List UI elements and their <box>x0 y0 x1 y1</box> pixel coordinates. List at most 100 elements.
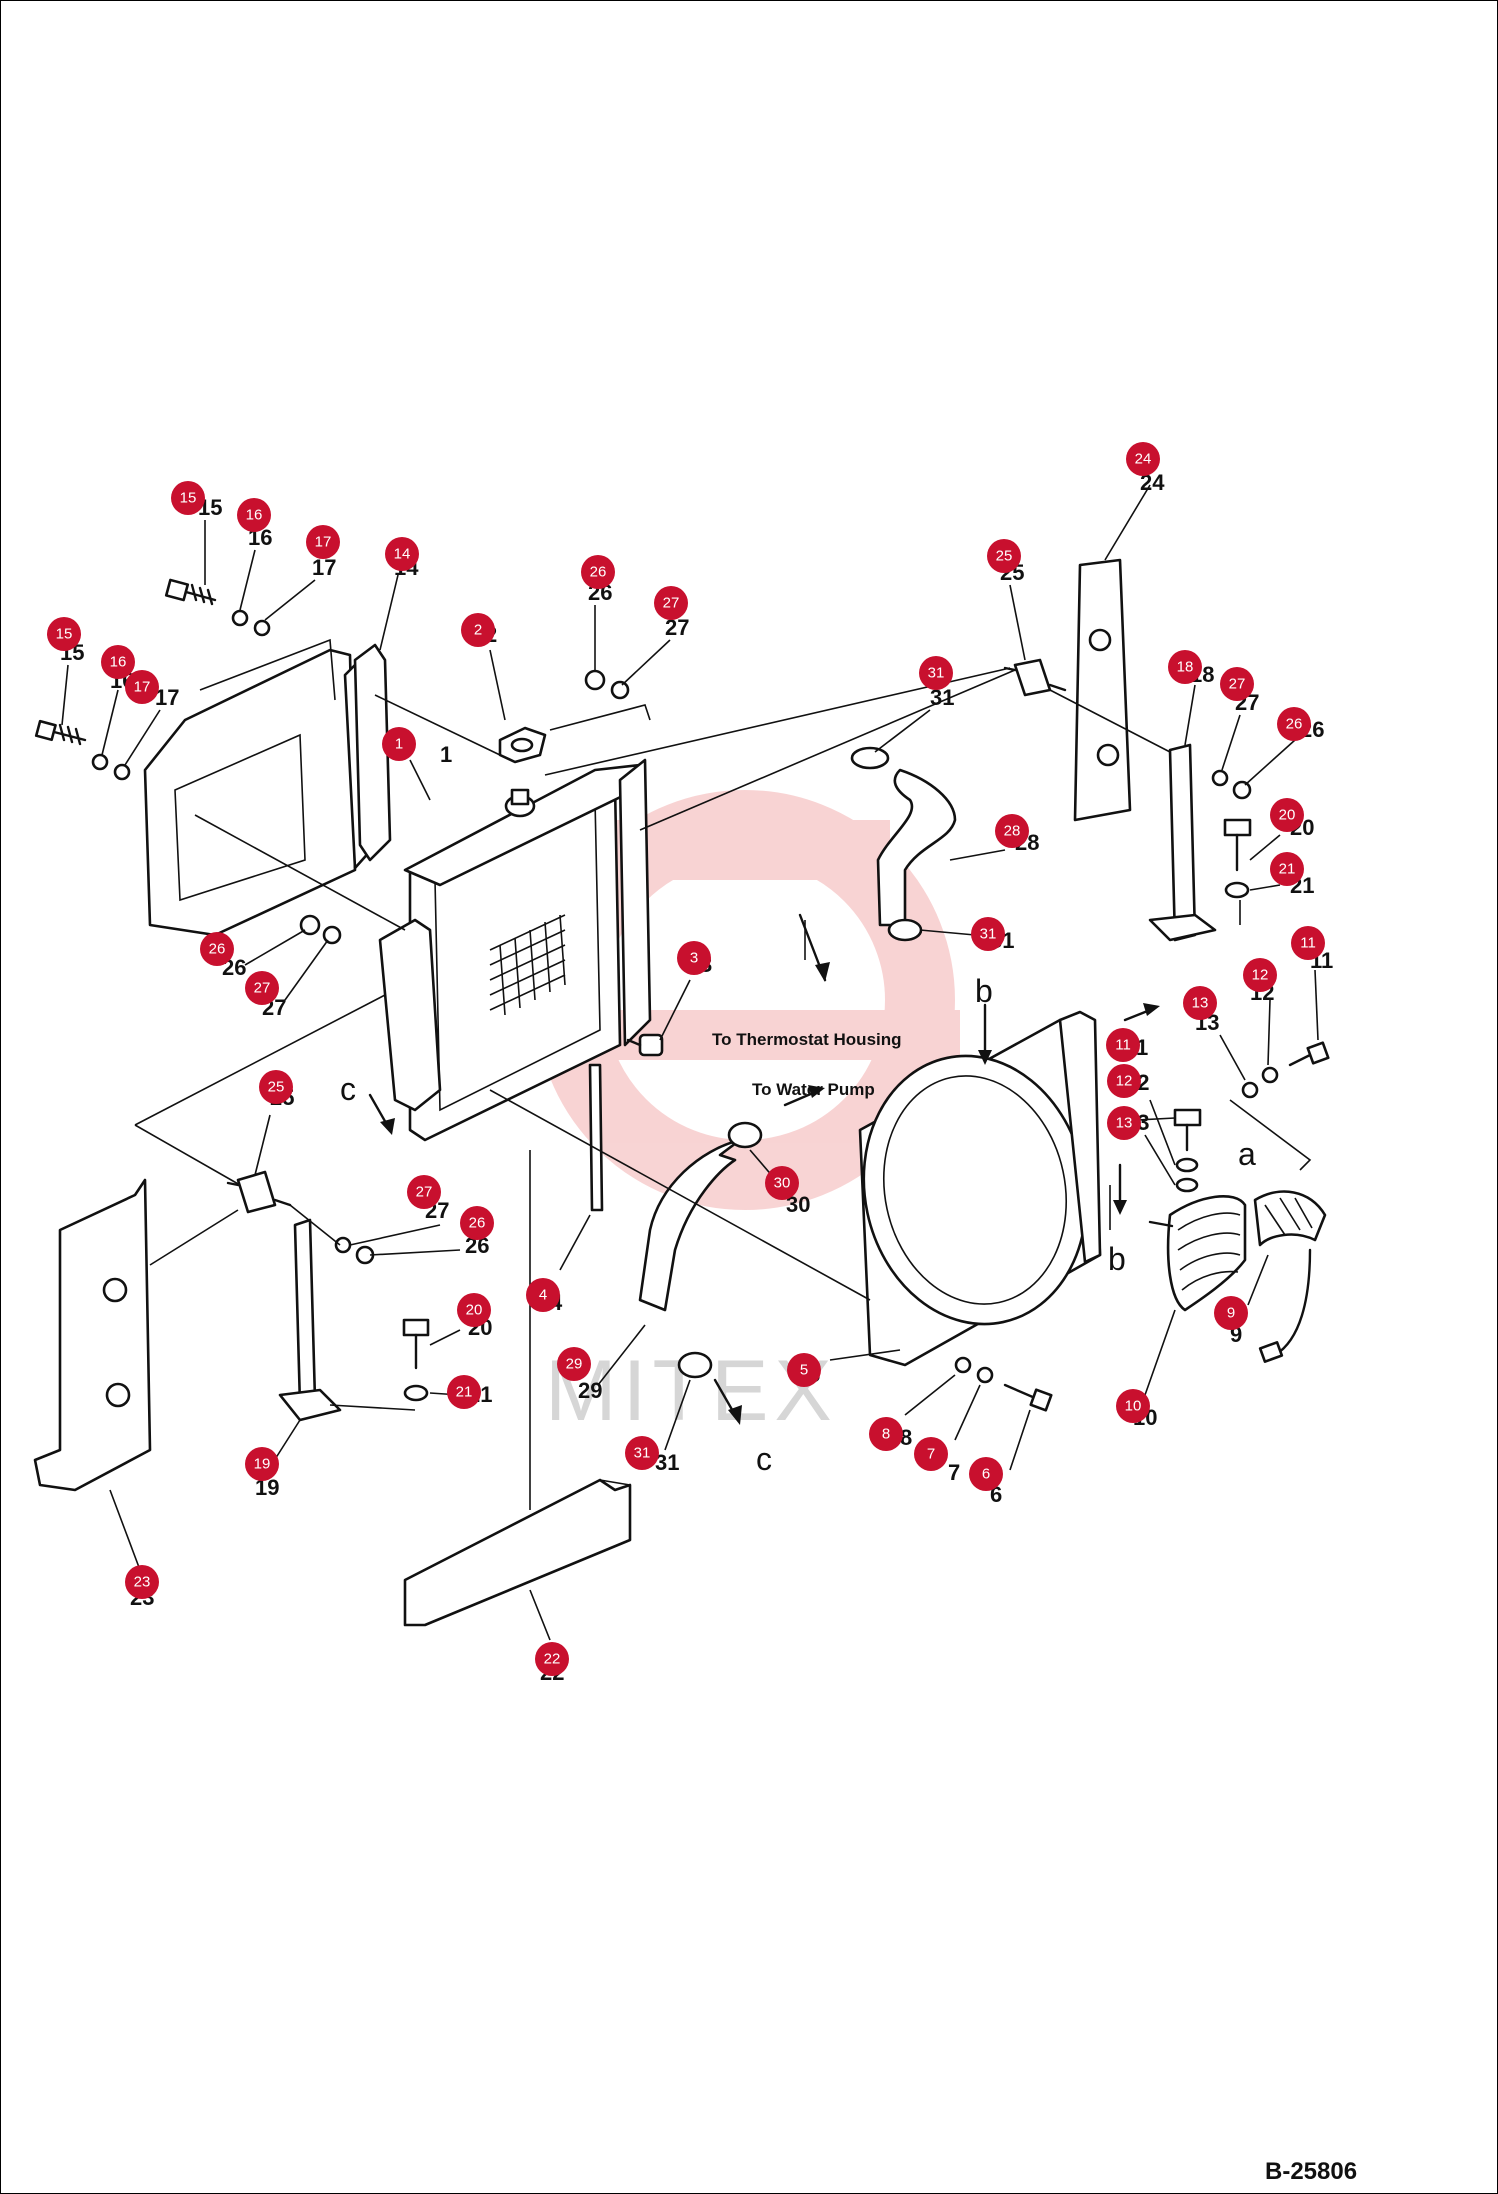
svg-text:17: 17 <box>134 679 151 696</box>
marker-25-lower[interactable]: 25 <box>259 1070 293 1104</box>
marker-10[interactable]: 10 <box>1116 1389 1150 1423</box>
marker-30[interactable]: 30 <box>765 1166 799 1200</box>
marker-7[interactable]: 7 <box>914 1437 948 1471</box>
radiator-cap-2 <box>498 726 547 764</box>
svg-text:30: 30 <box>774 1175 791 1192</box>
marker-5[interactable]: 5 <box>787 1353 821 1387</box>
marker-16-upper[interactable]: 16 <box>237 498 271 532</box>
marker-22[interactable]: 22 <box>535 1642 569 1676</box>
marker-29[interactable]: 29 <box>557 1347 591 1381</box>
marker-19[interactable]: 19 <box>245 1447 279 1481</box>
svg-text:24: 24 <box>1135 451 1152 468</box>
radiator-core-1 <box>403 758 652 1142</box>
marker-20-right[interactable]: 20 <box>1270 798 1304 832</box>
marker-23[interactable]: 23 <box>125 1565 159 1599</box>
marker-13-center[interactable]: 13 <box>1107 1106 1141 1140</box>
marker-21-right[interactable]: 21 <box>1270 852 1304 886</box>
hose-clamp-31-mid <box>887 918 923 942</box>
part-label-17-lower: 17 <box>155 685 179 710</box>
marker-15-lower[interactable]: 15 <box>47 617 81 651</box>
marker-3[interactable]: 3 <box>677 941 711 975</box>
marker-18[interactable]: 18 <box>1168 650 1202 684</box>
marker-12-center[interactable]: 12 <box>1107 1064 1141 1098</box>
marker-20-lower[interactable]: 20 <box>457 1293 491 1327</box>
marker-8[interactable]: 8 <box>869 1417 903 1451</box>
part-label-1: 1 <box>440 742 452 767</box>
svg-text:22: 22 <box>544 1651 561 1668</box>
washer-17-lower <box>113 763 131 781</box>
marker-26-left[interactable]: 26 <box>200 932 234 966</box>
bolt-11-upper <box>1288 1041 1330 1067</box>
marker-11-right[interactable]: 11 <box>1291 926 1325 960</box>
washer-13-lower <box>1175 1177 1199 1193</box>
washer-27-lower <box>334 1236 352 1254</box>
nut-26-upper <box>584 669 606 691</box>
washer-17-upper <box>253 619 271 637</box>
svg-text:26: 26 <box>590 564 607 581</box>
svg-text:7: 7 <box>927 1446 935 1463</box>
base-22 <box>403 1478 632 1627</box>
marker-9[interactable]: 9 <box>1214 1296 1248 1330</box>
svg-text:19: 19 <box>254 1456 271 1473</box>
marker-26-right[interactable]: 26 <box>1277 707 1311 741</box>
marker-21-lower[interactable]: 21 <box>447 1375 481 1409</box>
marker-27-upper[interactable]: 27 <box>654 586 688 620</box>
svg-text:25: 25 <box>996 548 1013 565</box>
marker-16-lower[interactable]: 16 <box>101 645 135 679</box>
marker-1[interactable]: 1 <box>382 727 416 761</box>
view-letter-c-left: c <box>340 1071 356 1107</box>
svg-text:31: 31 <box>634 1445 651 1462</box>
marker-31-lower[interactable]: 31 <box>625 1436 659 1470</box>
marker-12-right[interactable]: 12 <box>1243 958 1277 992</box>
marker-2[interactable]: 2 <box>461 613 495 647</box>
printed-part-numbers: 1 2 3 4 5 6 7 8 9 10 11 11 12 12 13 13 1… <box>60 470 1333 1685</box>
hose-clamp-30 <box>727 1121 763 1149</box>
svg-text:4: 4 <box>539 1287 547 1304</box>
assembly-lines <box>134 667 1312 1510</box>
flow-arrows <box>368 913 1160 1425</box>
lower-hose-29 <box>638 1138 742 1312</box>
svg-text:13: 13 <box>1116 1115 1133 1132</box>
svg-text:17: 17 <box>315 534 332 551</box>
marker-4[interactable]: 4 <box>526 1278 560 1312</box>
marker-17-lower[interactable]: 17 <box>125 670 159 704</box>
drawing-number: B-25806 <box>1265 2158 1358 2185</box>
svg-text:27: 27 <box>416 1184 433 1201</box>
marker-31-upper[interactable]: 31 <box>919 656 953 690</box>
svg-text:3: 3 <box>690 950 698 967</box>
washer-7 <box>976 1366 994 1384</box>
svg-text:9: 9 <box>1227 1305 1235 1322</box>
nut-26-left <box>299 914 321 936</box>
marker-27-right[interactable]: 27 <box>1220 667 1254 701</box>
marker-6[interactable]: 6 <box>969 1457 1003 1491</box>
marker-28[interactable]: 28 <box>995 814 1029 848</box>
marker-24[interactable]: 24 <box>1126 442 1160 476</box>
marker-25-upper[interactable]: 25 <box>987 539 1021 573</box>
washer-21-lower <box>403 1384 429 1402</box>
part-label-31-lower: 31 <box>655 1450 679 1475</box>
overflow-tube-4 <box>588 1063 604 1212</box>
svg-text:1: 1 <box>395 736 403 753</box>
bolt-11-lower <box>1173 1108 1202 1152</box>
marker-26-lower[interactable]: 26 <box>460 1206 494 1240</box>
label-to-water-pump: To Water Pump <box>752 1080 875 1099</box>
svg-text:18: 18 <box>1177 659 1194 676</box>
marker-26-upper[interactable]: 26 <box>581 555 615 589</box>
washer-16-upper <box>231 609 249 627</box>
marker-27-lower[interactable]: 27 <box>407 1175 441 1209</box>
bolt-15-upper <box>164 578 217 606</box>
marker-27-left[interactable]: 27 <box>245 971 279 1005</box>
marker-31-mid[interactable]: 31 <box>971 917 1005 951</box>
support-24 <box>1073 558 1132 822</box>
svg-text:31: 31 <box>928 665 945 682</box>
label-to-thermostat-housing: To Thermostat Housing <box>712 1030 902 1049</box>
washer-27-upper <box>610 680 630 700</box>
marker-11-center[interactable]: 11 <box>1106 1028 1140 1062</box>
marker-15-upper[interactable]: 15 <box>171 481 205 515</box>
marker-14[interactable]: 14 <box>385 537 419 571</box>
marker-17-upper[interactable]: 17 <box>306 525 340 559</box>
svg-text:27: 27 <box>254 980 271 997</box>
svg-text:29: 29 <box>566 1356 583 1373</box>
part-label-29: 29 <box>578 1378 602 1403</box>
marker-13-right[interactable]: 13 <box>1183 986 1217 1020</box>
